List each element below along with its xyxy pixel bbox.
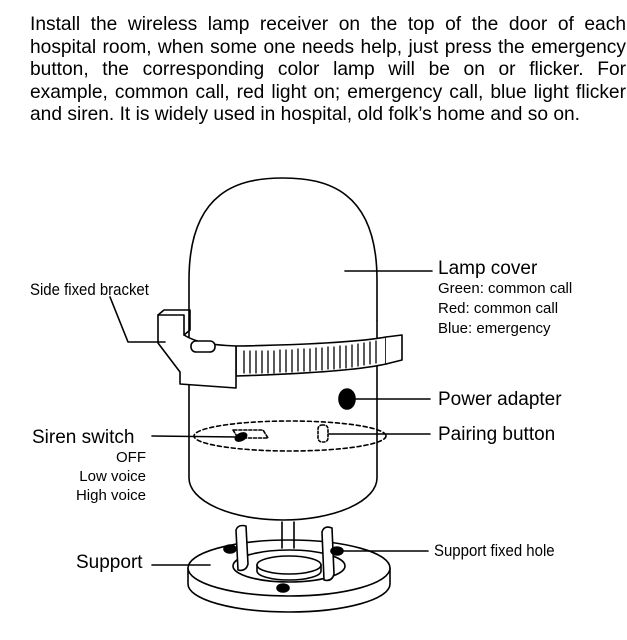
siren-switch-label: Siren switch xyxy=(32,427,135,448)
side-fixed-bracket xyxy=(157,309,237,389)
siren-switch-option-high: High voice xyxy=(75,487,146,504)
pairing-button-label: Pairing button xyxy=(438,424,556,445)
lamp-cover-note-blue: Blue: emergency xyxy=(438,320,551,337)
support-fixed-hole xyxy=(276,583,290,593)
side-fixed-bracket-label: Side fixed bracket xyxy=(30,280,149,299)
siren-switch-option-low: Low voice xyxy=(79,468,146,485)
lamp-cover-label: Lamp cover xyxy=(438,258,538,279)
lamp-cover-note-green: Green: common call xyxy=(438,280,573,297)
pairing-button xyxy=(317,424,329,443)
support-fixed-hole-label: Support fixed hole xyxy=(434,541,555,560)
support-fixed-hole xyxy=(223,544,237,554)
siren-switch-option-off: OFF xyxy=(116,449,146,466)
support-fixed-hole xyxy=(330,546,344,556)
lamp-cover-note-red: Red: common call xyxy=(438,300,559,317)
support-label: Support xyxy=(76,552,143,573)
strap-band xyxy=(235,334,403,377)
siren-switch xyxy=(234,432,248,442)
leader-siren-switch xyxy=(151,435,239,438)
description-text: Install the wireless lamp receiver on th… xyxy=(30,14,626,125)
power-adapter-jack xyxy=(338,388,356,410)
leader-side-bracket xyxy=(109,296,166,343)
power-adapter-label: Power adapter xyxy=(438,389,562,410)
support-base xyxy=(187,521,391,613)
lamp-cover-dome xyxy=(188,177,378,321)
